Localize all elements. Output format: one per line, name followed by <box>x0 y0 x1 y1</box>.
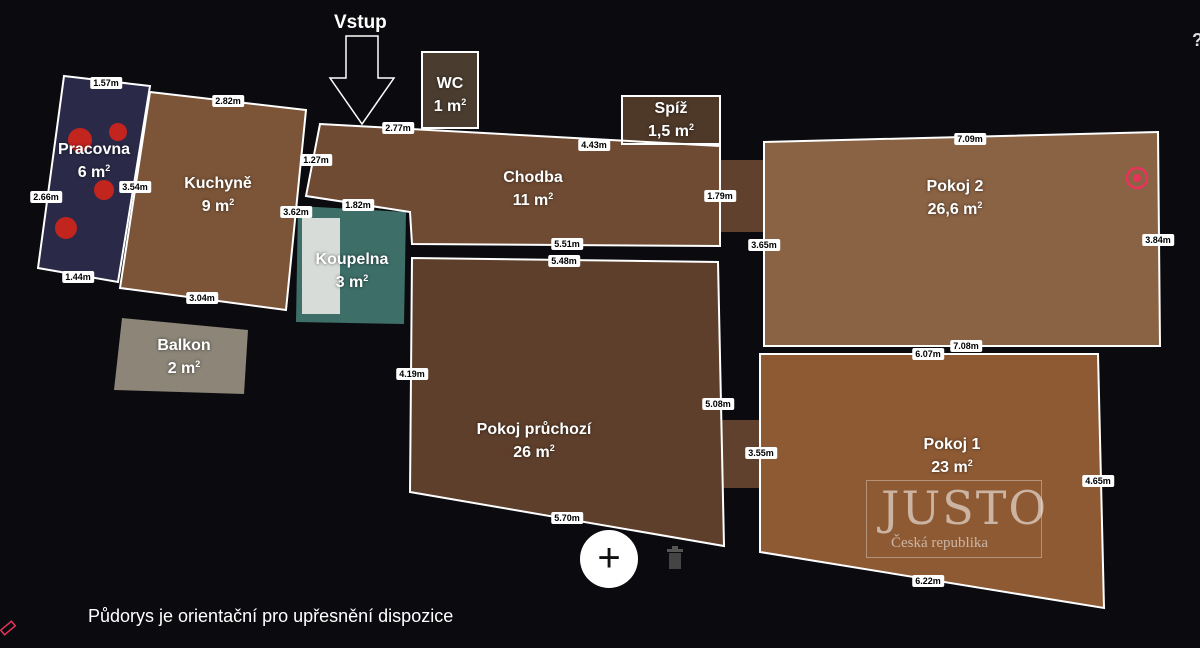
dimension-label: 7.08m <box>950 340 982 352</box>
watermark-logo: JUSTO <box>881 481 1049 535</box>
dimension-label: 4.65m <box>1082 475 1114 487</box>
spiz-outline <box>621 95 721 145</box>
room-area: 1 m2 <box>433 97 467 115</box>
room-area: 23 m2 <box>931 458 973 476</box>
wc-outline <box>421 51 479 129</box>
dimension-label: 3.84m <box>1142 234 1174 246</box>
pokoj1-floor <box>760 354 1104 608</box>
room-label-pokoj1: Pokoj 1 23 m2 <box>924 435 981 477</box>
dimension-label: 3.04m <box>186 292 218 304</box>
dimension-label: 3.55m <box>745 447 777 459</box>
dimension-label: 4.43m <box>578 139 610 151</box>
chodba-extension <box>720 160 764 232</box>
room-area: 1,5 m2 <box>648 122 694 140</box>
room-area: 3 m2 <box>335 273 369 291</box>
dimension-label: 3.62m <box>280 206 312 218</box>
justo-watermark: JUSTO Česká republika <box>866 480 1046 558</box>
entrance-arrow <box>328 35 396 126</box>
wc-floor <box>422 52 478 128</box>
dimension-label: 6.22m <box>912 575 944 587</box>
room-label-balkon: Balkon 2 m2 <box>157 336 210 378</box>
pokoj2-outline <box>763 130 1162 347</box>
dimension-label: 5.70m <box>551 512 583 524</box>
room-label-pokoj2: Pokoj 2 26,6 m2 <box>927 177 984 219</box>
room-area: 26,6 m2 <box>927 200 983 218</box>
chodba-floor <box>306 124 720 246</box>
dimension-label: 5.08m <box>702 398 734 410</box>
help-button[interactable]: ? <box>1192 30 1200 51</box>
room-name: Pokoj 1 <box>923 436 981 453</box>
dimension-label: 5.48m <box>548 255 580 267</box>
dimension-label: 1.79m <box>704 190 736 202</box>
room-area: 6 m2 <box>77 163 111 181</box>
watermark-subtitle: Česká republika <box>891 535 989 551</box>
room-label-spiz: Spíž 1,5 m2 <box>648 99 694 141</box>
room-name: Spíž <box>654 100 688 117</box>
add-button[interactable]: + <box>580 530 638 588</box>
rug-dot <box>94 180 114 200</box>
dimension-label: 3.54m <box>119 181 151 193</box>
dimension-label: 1.57m <box>90 77 122 89</box>
dimension-label: 2.82m <box>212 95 244 107</box>
floor-plan-caption: Půdorys je orientační pro upřesnění disp… <box>88 606 454 626</box>
pokoj-pruchozi-floor <box>410 258 724 546</box>
room-area: 26 m2 <box>513 443 555 461</box>
room-name: Kuchyně <box>184 175 252 192</box>
dimension-label: 2.66m <box>30 191 62 203</box>
room-label-wc: WC 1 m2 <box>434 74 467 116</box>
room-name: Pracovna <box>57 141 131 158</box>
dimension-label: 7.09m <box>954 133 986 145</box>
location-marker-icon[interactable] <box>1125 166 1149 190</box>
room-label-pokoj-pruchozi: Pokoj průchozí 26 m2 <box>477 420 592 462</box>
dimension-label: 5.51m <box>551 238 583 250</box>
dimension-label: 2.77m <box>382 122 414 134</box>
room-name: Chodba <box>503 169 563 186</box>
room-area: 11 m2 <box>512 191 554 209</box>
dimension-label: 4.19m <box>396 368 428 380</box>
trash-icon[interactable] <box>666 546 684 570</box>
pokoj1-door-extension <box>720 420 760 488</box>
room-area: 9 m2 <box>201 197 235 215</box>
spiz-floor <box>622 96 720 144</box>
entrance-label: Vstup <box>334 12 387 33</box>
room-label-chodba: Chodba 11 m2 <box>503 168 563 210</box>
pokoj1-outline <box>759 353 1106 610</box>
room-label-koupelna: Koupelna 3 m2 <box>316 250 389 292</box>
bathtub <box>302 218 340 314</box>
room-name: Pokoj 2 <box>926 178 984 195</box>
room-name: Balkon <box>157 337 211 354</box>
dimension-label: 1.44m <box>62 271 94 283</box>
room-label-pracovna: Pracovna 6 m2 <box>58 140 130 182</box>
kuchyne-outline <box>118 90 308 312</box>
dimension-label: 1.27m <box>300 154 332 166</box>
ruler-icon[interactable] <box>0 620 17 636</box>
room-area: 2 m2 <box>167 359 201 377</box>
room-name: Pokoj průchozí <box>476 421 592 438</box>
pokoj2-floor <box>764 132 1160 346</box>
room-label-kuchyne: Kuchyně 9 m2 <box>184 174 252 216</box>
dimension-label: 6.07m <box>912 348 944 360</box>
dimension-label: 1.82m <box>342 199 374 211</box>
room-name: WC <box>436 75 464 92</box>
dimension-label: 3.65m <box>748 239 780 251</box>
kuchyne-floor <box>120 92 306 310</box>
rug-dot <box>55 217 77 239</box>
room-name: Koupelna <box>315 251 389 268</box>
chodba-outline <box>304 122 721 248</box>
rug-dot <box>109 123 127 141</box>
pokoj-pruchozi-outline <box>408 256 726 548</box>
rug-dot <box>68 128 92 152</box>
balkon-floor <box>114 318 248 394</box>
